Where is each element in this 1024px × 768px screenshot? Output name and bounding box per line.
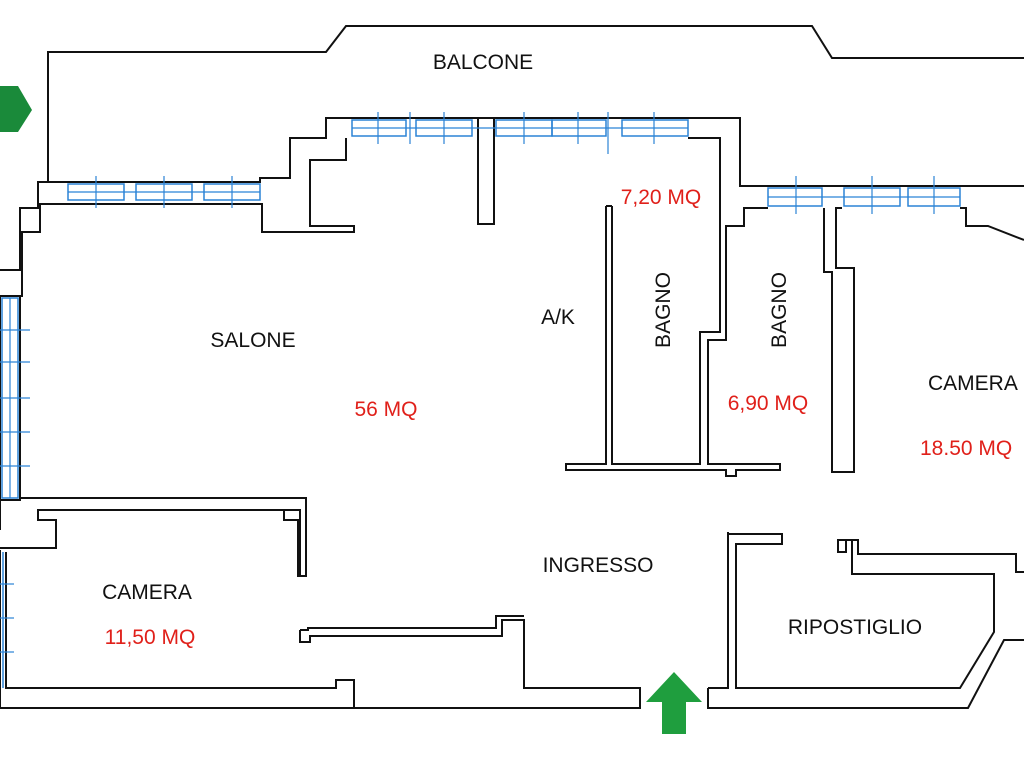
wall-camera-left-inner [283,510,306,577]
room-label-camera-left: CAMERA [102,581,192,604]
room-area-bagno2: 6,90 MQ [728,392,809,415]
wall-corridor-south [299,619,641,709]
wall-bagno1-west [565,206,781,477]
room-label-ak: A/K [541,306,575,329]
room-label-bagno2: BAGNO [768,272,791,348]
wall-camera-left [0,497,307,577]
room-area-camera-left: 11,50 MQ [105,626,196,649]
exterior-wall-south-left [0,550,355,709]
room-label-camera-right: CAMERA [928,372,1018,395]
interior-wall-north-west [0,138,355,297]
windows [0,112,961,688]
room-label-balcone: BALCONE [433,51,533,74]
arrow-up-icon [646,672,702,734]
balcony-outline [47,25,1024,182]
room-area-bagno1: 7,20 MQ [621,186,702,209]
wall-bagno2-east [728,207,855,473]
room-label-ingresso: INGRESSO [543,554,654,577]
room-area-salone: 56 MQ [354,398,417,421]
room-label-ripostiglio: RIPOSTIGLIO [788,616,922,639]
room-area-camera-right: 18.50 MQ [920,437,1012,460]
arrow-right-icon [0,86,32,132]
pillar-north [477,118,495,225]
room-label-salone: SALONE [210,329,295,352]
wall-bagno1-inner [611,137,721,465]
wall-corridor-south-inner [300,615,524,631]
exterior-wall-north-west [0,117,1024,271]
wall-camera-right [960,207,1024,241]
room-label-bagno1: BAGNO [652,272,675,348]
wall-ripostiglio [707,532,1024,709]
